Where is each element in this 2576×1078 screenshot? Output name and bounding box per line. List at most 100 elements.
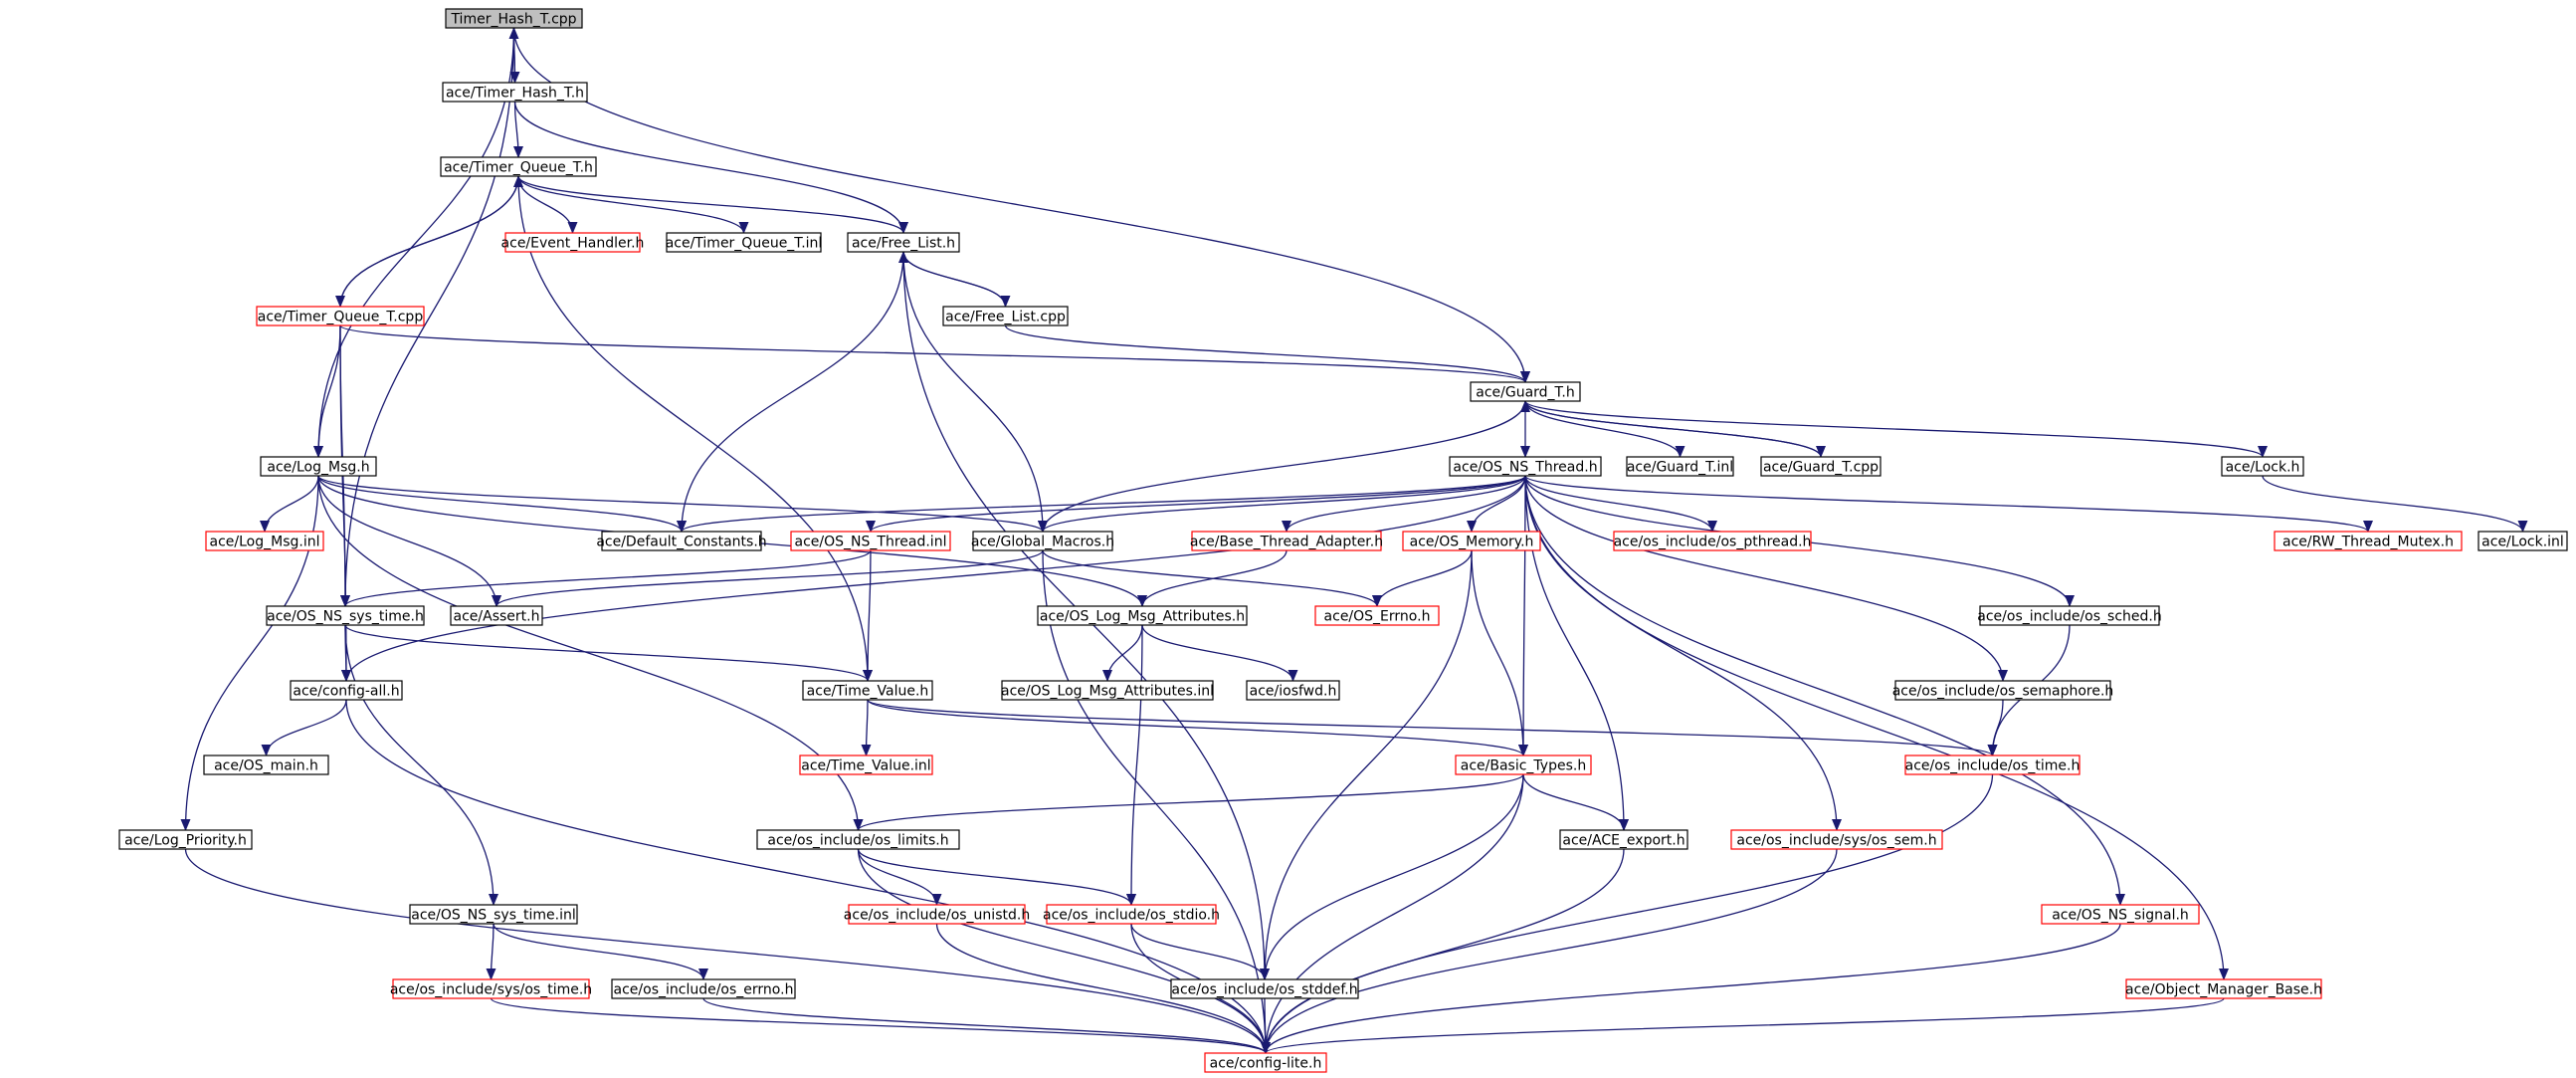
edge-timer_hash_t_h-to-timer_queue_t_h: [512, 101, 523, 158]
node-os-memory-h[interactable]: ace/OS_Memory.h: [1402, 531, 1541, 551]
edge-os_ns_sys_time_h-to-time_value_h: [344, 624, 873, 682]
edge-log_msg_h-to-log_priority_h: [180, 475, 319, 831]
node-timer-hash-t-h[interactable]: ace/Timer_Hash_T.h: [442, 82, 588, 103]
node-object-manager-base-h[interactable]: ace/Object_Manager_Base.h: [2125, 978, 2322, 999]
node-sys-os-sem-h[interactable]: ace/os_include/sys/os_sem.h: [1730, 829, 1943, 850]
node-os-ns-sys-time-inl[interactable]: ace/OS_NS_sys_time.inl: [409, 904, 578, 925]
node-timer-queue-t-inl[interactable]: ace/Timer_Queue_T.inl: [666, 232, 823, 253]
node-time-value-h[interactable]: ace/Time_Value.h: [802, 680, 933, 701]
node-lock-h[interactable]: ace/Lock.h: [2221, 456, 2304, 477]
edge-os_log_msg_attributes_h-to-os_log_msg_attributes_inl: [1102, 624, 1143, 682]
node-lock-inl[interactable]: ace/Lock.inl: [2477, 531, 2568, 551]
node-os-semaphore-h[interactable]: ace/os_include/os_semaphore.h: [1892, 680, 2114, 701]
node-box: [1626, 456, 1734, 477]
node-sys-os-time-h[interactable]: ace/os_include/sys/os_time.h: [390, 978, 592, 999]
node-log-msg-h[interactable]: ace/Log_Msg.h: [260, 456, 377, 477]
node-config-lite-h[interactable]: ace/config-lite.h: [1204, 1052, 1327, 1073]
node-os-ns-thread-inl[interactable]: ace/OS_NS_Thread.inl: [790, 531, 951, 551]
edge-os_log_msg_attributes_h-to-os_stdio_h: [1126, 624, 1143, 906]
node-rw-thread-mutex-h[interactable]: ace/RW_Thread_Mutex.h: [2274, 531, 2463, 551]
node-label: ace/Free_List.cpp: [945, 310, 1066, 325]
node-basic-types-h[interactable]: ace/Basic_Types.h: [1455, 755, 1592, 775]
node-os-stdio-h[interactable]: ace/os_include/os_stdio.h: [1043, 904, 1220, 925]
node-os-log-msg-attributes-inl[interactable]: ace/OS_Log_Msg_Attributes.inl: [1001, 680, 1214, 701]
node-box: [1894, 680, 2111, 701]
node-os-sched-h[interactable]: ace/os_include/os_sched.h: [1977, 605, 2162, 626]
node-free-list-cpp[interactable]: ace/Free_List.cpp: [942, 306, 1069, 326]
edge-os_log_msg_attributes_h-to-iosfwd_h: [1141, 624, 1298, 682]
edge-time_value_h-to-basic_types_h: [867, 699, 1528, 756]
edge-object_manager_base_h-to-config_lite_h: [1261, 997, 2225, 1054]
node-os-ns-thread-h[interactable]: ace/OS_NS_Thread.h: [1449, 456, 1602, 477]
node-box: [1730, 829, 1943, 850]
node-os-time-h[interactable]: ace/os_include/os_time.h: [1904, 755, 2081, 775]
node-label: ace/OS_Memory.h: [1410, 535, 1534, 550]
node-os-errno-h[interactable]: ace/OS_Errno.h: [1314, 605, 1440, 626]
node-os-ns-sys-time-h[interactable]: ace/OS_NS_sys_time.h: [266, 605, 425, 626]
node-label: ace/os_include/os_pthread.h: [1614, 535, 1812, 550]
node-box: [2274, 531, 2463, 551]
edge-log_msg_h-to-default_constants_h: [317, 475, 687, 533]
node-os-stddef-h[interactable]: ace/os_include/os_stddef.h: [1170, 978, 1359, 999]
node-label: ace/os_include/os_semaphore.h: [1892, 684, 2114, 700]
node-log-msg-inl[interactable]: ace/Log_Msg.inl: [205, 531, 324, 551]
node-box: [1246, 680, 1340, 701]
node-timer-hash-t-cpp[interactable]: Timer_Hash_T.cpp: [445, 8, 583, 29]
edge-config_all_h-to-config_lite_h: [345, 699, 1271, 1054]
node-time-value-inl[interactable]: ace/Time_Value.inl: [799, 755, 933, 775]
node-guard-t-inl[interactable]: ace/Guard_T.inl: [1626, 456, 1734, 477]
node-label: ace/OS_Log_Msg_Attributes.inl: [1001, 684, 1214, 700]
node-os-main-h[interactable]: ace/OS_main.h: [203, 755, 329, 775]
node-os-pthread-h[interactable]: ace/os_include/os_pthread.h: [1613, 531, 1812, 551]
node-event-handler-h[interactable]: ace/Event_Handler.h: [501, 232, 645, 253]
node-os-log-msg-attributes-h[interactable]: ace/OS_Log_Msg_Attributes.h: [1037, 605, 1248, 626]
node-config-all-h[interactable]: ace/config-all.h: [290, 680, 403, 701]
node-global-macros-h[interactable]: ace/Global_Macros.h: [971, 531, 1114, 551]
node-guard-t-h[interactable]: ace/Guard_T.h: [1470, 381, 1581, 402]
node-guard-t-cpp[interactable]: ace/Guard_T.cpp: [1760, 456, 1882, 477]
node-assert-h[interactable]: ace/Assert.h: [450, 605, 543, 626]
node-iosfwd-h[interactable]: ace/iosfwd.h: [1246, 680, 1340, 701]
node-box: [2041, 904, 2200, 925]
node-label: ace/Timer_Queue_T.h: [444, 160, 593, 176]
node-box: [2125, 978, 2322, 999]
node-os-unistd-h[interactable]: ace/os_include/os_unistd.h: [844, 904, 1030, 925]
node-label: ace/Log_Msg.inl: [210, 535, 320, 550]
node-box: [799, 755, 933, 775]
node-label: ace/Time_Value.inl: [801, 758, 930, 774]
node-box: [1449, 456, 1602, 477]
edge-global_macros_h-to-config_lite_h: [1042, 549, 1271, 1054]
node-os-errno-inc-h[interactable]: ace/os_include/os_errno.h: [611, 978, 796, 999]
node-base-thread-adapter-h[interactable]: ace/Base_Thread_Adapter.h: [1190, 531, 1383, 551]
edge-ace_export_h-to-config_lite_h: [1261, 848, 1625, 1054]
edge-os_ns_sys_time_inl-to-sys_os_time_h: [486, 923, 496, 980]
node-box: [205, 531, 324, 551]
node-log-priority-h[interactable]: ace/Log_Priority.h: [118, 829, 253, 850]
edge-os_ns_thread_inl-to-time_value_h: [863, 549, 874, 682]
node-timer-queue-t-h[interactable]: ace/Timer_Queue_T.h: [440, 156, 597, 177]
node-box: [1402, 531, 1541, 551]
edge-basic_types_h-to-config_lite_h: [1261, 773, 1524, 1054]
edge-time_value_h-to-time_value_inl: [861, 699, 872, 756]
node-label: ace/os_include/os_time.h: [1905, 758, 2081, 774]
edge-os_memory_h-to-os_stddef_h: [1260, 549, 1473, 980]
node-free-list-h[interactable]: ace/Free_List.h: [847, 232, 960, 253]
node-box: [266, 605, 425, 626]
node-box: [392, 978, 590, 999]
node-timer-queue-t-cpp[interactable]: ace/Timer_Queue_T.cpp: [256, 306, 425, 326]
node-ace-export-h[interactable]: ace/ACE_export.h: [1559, 829, 1688, 850]
edge-global_macros_h-to-os_errno_h: [1042, 549, 1382, 607]
node-label: ace/Guard_T.h: [1476, 385, 1575, 401]
node-box: [256, 306, 425, 326]
edge-log_msg_h-to-log_msg_inl: [260, 475, 319, 533]
node-default-constants-h[interactable]: ace/Default_Constants.h: [596, 531, 767, 551]
edge-os_ns_thread_h-to-base_thread_adapter_h: [1282, 475, 1526, 533]
node-os-limits-h[interactable]: ace/os_include/os_limits.h: [756, 829, 960, 850]
node-label: ace/Base_Thread_Adapter.h: [1190, 535, 1383, 550]
node-label: ace/OS_NS_Thread.h: [1453, 460, 1597, 476]
edge-time_value_h-to-os_time_h: [867, 699, 1998, 756]
node-box: [409, 904, 578, 925]
edge-os_ns_thread_h-to-sys_os_sem_h: [1524, 475, 1842, 831]
node-os-ns-signal-h[interactable]: ace/OS_NS_signal.h: [2041, 904, 2200, 925]
node-box: [1191, 531, 1382, 551]
